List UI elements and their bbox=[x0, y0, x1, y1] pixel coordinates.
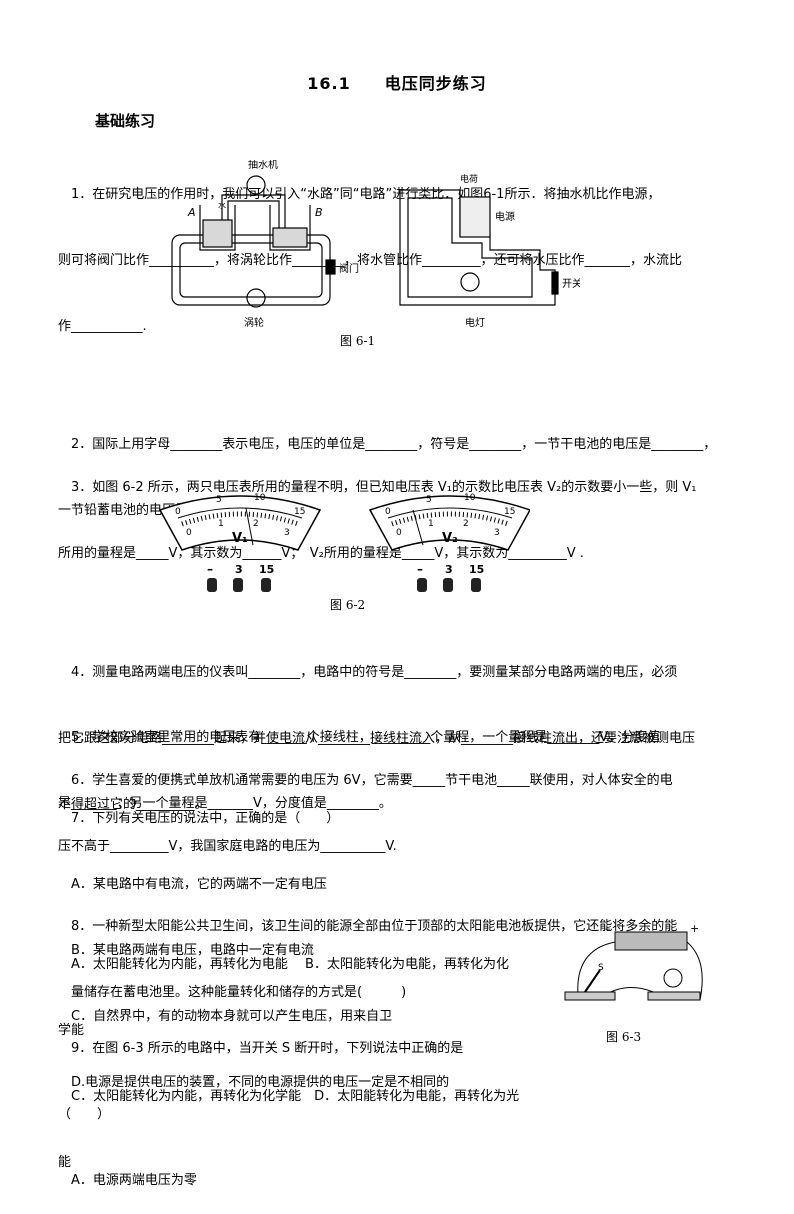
figure-6-2-caption: 图 6-2 bbox=[330, 598, 366, 612]
q3-line-2: 所用的量程是_____V，其示数为______V； V₂所用的量程是_____V… bbox=[58, 546, 584, 561]
q8-option-ab-cont: 学能 bbox=[58, 1023, 85, 1038]
q6-line-2: 压不高于_________V，我国家庭电路的电压为__________V. bbox=[58, 839, 397, 854]
q7-option-a: A．某电路中有电流，它的两端不一定有电压 bbox=[58, 877, 327, 892]
q8-line-1: 8．一种新型太阳能公共卫生间，该卫生间的能源全部由位于顶部的太阳能电池板提供，它… bbox=[58, 919, 678, 934]
lamp-bulb-icon bbox=[663, 968, 683, 988]
q7-stem: 7．下列有关电压的说法中，正确的是（ ） bbox=[58, 811, 340, 826]
v2-label: V₂ bbox=[442, 531, 458, 546]
label-charge: 电荷 bbox=[460, 173, 478, 185]
q2-line-1: 2．国际上用字母________表示电压，电压的单位是________，符号是_… bbox=[58, 437, 717, 452]
label-lamp: 电灯 bbox=[465, 316, 485, 329]
figure-6-1-caption: 图 6-1 bbox=[340, 334, 376, 348]
q4-line-1: 4．测量电路两端电压的仪表叫________，电路中的符号是________，要… bbox=[58, 665, 678, 680]
q1-line-1: 1．在研究电压的作用时，我们可以引入“水路”同“电路”进行类比．如图6-1所示．… bbox=[58, 187, 661, 202]
q3-line-1: 3．如图 6-2 所示，两只电压表所用的量程不明，但已知电压表 V₁的示数比电压… bbox=[58, 480, 697, 495]
q8-option-cd: C．太阳能转化为内能，再转化为化学能 D．太阳能转化为电能，再转化为光 bbox=[58, 1089, 520, 1104]
v1-terminal-15: 15 bbox=[259, 563, 274, 576]
battery-icon bbox=[614, 931, 688, 951]
label-switch: 开关 bbox=[562, 277, 580, 290]
v2-scale-10: 10 bbox=[464, 493, 476, 503]
q8-option-ab: A．太阳能转化为内能，再转化为电能 B．太阳能转化为电能，再转化为化 bbox=[58, 957, 509, 972]
q6-line-1: 6．学生喜爱的便携式单放机通常需要的电压为 6V，它需要_____节干电池___… bbox=[58, 773, 673, 788]
water-circuit-diagram bbox=[171, 175, 336, 308]
q5-text: 5．学校实验室里常用的电压表有_______个接线柱，_________个量程，… bbox=[58, 683, 740, 837]
v2-terminal-neg: – bbox=[417, 562, 423, 576]
q9-line-1: 9．在图 6-3 所示的电路中，当开关 S 断开时，下列说法中正确的是 bbox=[58, 1041, 464, 1056]
label-source: 电源 bbox=[495, 210, 515, 223]
figure-6-1: A B 水 抽水机 阀门 涡轮 电荷 电源 开关 电灯 bbox=[171, 160, 580, 329]
v2-scale-0: 0 bbox=[385, 507, 391, 517]
q9-line-2: （ ） bbox=[58, 1107, 111, 1122]
switch-label: S bbox=[598, 963, 604, 973]
v2-lower-0: 0 bbox=[396, 528, 402, 538]
q7-text: 7．下列有关电压的说法中，正确的是（ ） A．某电路中有电流，它的两端不一定有电… bbox=[58, 764, 740, 1116]
voltmeter-v2: 0 5 10 15 0 1 2 3 V₂ bbox=[368, 493, 530, 551]
q5-line-2: 是_______；另一个量程是_______V，分度值是________。 bbox=[58, 796, 392, 811]
lamp-base bbox=[647, 991, 701, 1001]
q5-line-1: 5．学校实验室里常用的电压表有_______个接线柱，_________个量程，… bbox=[58, 730, 661, 745]
v1-scale-15: 15 bbox=[294, 507, 305, 517]
q9-text: 9．在图 6-3 所示的电路中，当开关 S 断开时，下列说法中正确的是 （ ） … bbox=[58, 994, 558, 1214]
q1-text: 1．在研究电压的作用时，我们可以引入“水路”同“电路”进行类比．如图6-1所示．… bbox=[58, 140, 740, 360]
v1-lower-0: 0 bbox=[186, 528, 192, 538]
label-valve: 阀门 bbox=[339, 262, 359, 275]
page-title: 16.1 电压同步练习 bbox=[307, 74, 487, 93]
v1-terminal-neg: – bbox=[207, 562, 213, 576]
v1-label: V₁ bbox=[232, 531, 248, 546]
q7-option-d: D.电源是提供电压的装置，不同的电源提供的电压一定是不相同的 bbox=[58, 1075, 450, 1090]
label-pump: 抽水机 bbox=[248, 160, 278, 171]
figure-6-3: – + S bbox=[564, 922, 703, 1001]
v2-terminals: – 3 15 bbox=[417, 562, 484, 592]
v1-lower-3: 3 bbox=[284, 528, 290, 538]
electric-circuit-diagram bbox=[399, 189, 559, 306]
q4-line-3: 不得超过它的_________。 bbox=[58, 797, 208, 812]
battery-plus: + bbox=[690, 922, 699, 935]
voltmeter-v1: 0 5 10 15 0 1 2 3 V₁ bbox=[158, 493, 322, 551]
v2-lower-2: 2 bbox=[463, 519, 469, 529]
q8-options: A．太阳能转化为内能，再转化为电能 B．太阳能转化为电能，再转化为化 学能 C．… bbox=[58, 910, 558, 1196]
v2-lower-1: 1 bbox=[428, 519, 434, 529]
label-turbine: 涡轮 bbox=[244, 316, 264, 329]
q4-text: 4．测量电路两端电压的仪表叫________，电路中的符号是________，要… bbox=[58, 618, 740, 838]
v1-terminal-3: 3 bbox=[235, 563, 243, 576]
v1-lower-1: 1 bbox=[218, 519, 224, 529]
v2-scale-5: 5 bbox=[426, 495, 432, 505]
figure-6-2: 0 5 10 15 0 1 2 3 V₁ 0 5 10 15 0 1 2 3 V… bbox=[158, 493, 530, 592]
v2-terminal-3: 3 bbox=[445, 563, 453, 576]
label-water: 水 bbox=[218, 200, 226, 210]
v1-scale-5: 5 bbox=[216, 495, 222, 505]
q3-text: 3．如图 6-2 所示，两只电压表所用的量程不明，但已知电压表 V₁的示数比电压… bbox=[58, 433, 740, 587]
q6-text: 6．学生喜爱的便携式单放机通常需要的电压为 6V，它需要_____节干电池___… bbox=[58, 726, 740, 880]
q7-option-b: B．某电路两端有电压，电路中一定有电流 bbox=[58, 943, 314, 958]
section-heading: 基础练习 bbox=[95, 112, 156, 130]
q4-line-2: 把它跟这部分电路________起来，并使电流从________接线柱流入，从_… bbox=[58, 731, 696, 746]
switch-base bbox=[564, 991, 616, 1001]
v1-terminals: – 3 15 bbox=[207, 562, 274, 592]
switch-lever bbox=[584, 969, 601, 993]
q8-line-2: 量储存在蓄电池里。这种能量转化和储存的方式是( ) bbox=[58, 985, 407, 1000]
v2-lower-3: 3 bbox=[494, 528, 500, 538]
v1-scale-0: 0 bbox=[175, 507, 181, 517]
figure-6-3-caption: 图 6-3 bbox=[606, 1030, 642, 1044]
q7-option-c: C．自然界中，有的动物本身就可以产生电压，用来自卫 bbox=[58, 1009, 393, 1024]
q1-line-3: 作___________. bbox=[58, 319, 147, 334]
label-b: B bbox=[315, 206, 323, 219]
v2-scale-15: 15 bbox=[504, 507, 515, 517]
v2-terminal-15: 15 bbox=[469, 563, 484, 576]
q8-text: 8．一种新型太阳能公共卫生间，该卫生间的能源全部由位于顶部的太阳能电池板提供，它… bbox=[58, 872, 740, 1026]
v1-lower-2: 2 bbox=[253, 519, 259, 529]
q9-option-a: A．电源两端电压为零 bbox=[58, 1173, 197, 1188]
q1-line-2: 则可将阀门比作__________，将涡轮比作________，将水管比作___… bbox=[58, 253, 683, 268]
v1-scale-10: 10 bbox=[254, 493, 266, 503]
battery-minus: – bbox=[605, 922, 611, 935]
label-a: A bbox=[187, 206, 196, 219]
